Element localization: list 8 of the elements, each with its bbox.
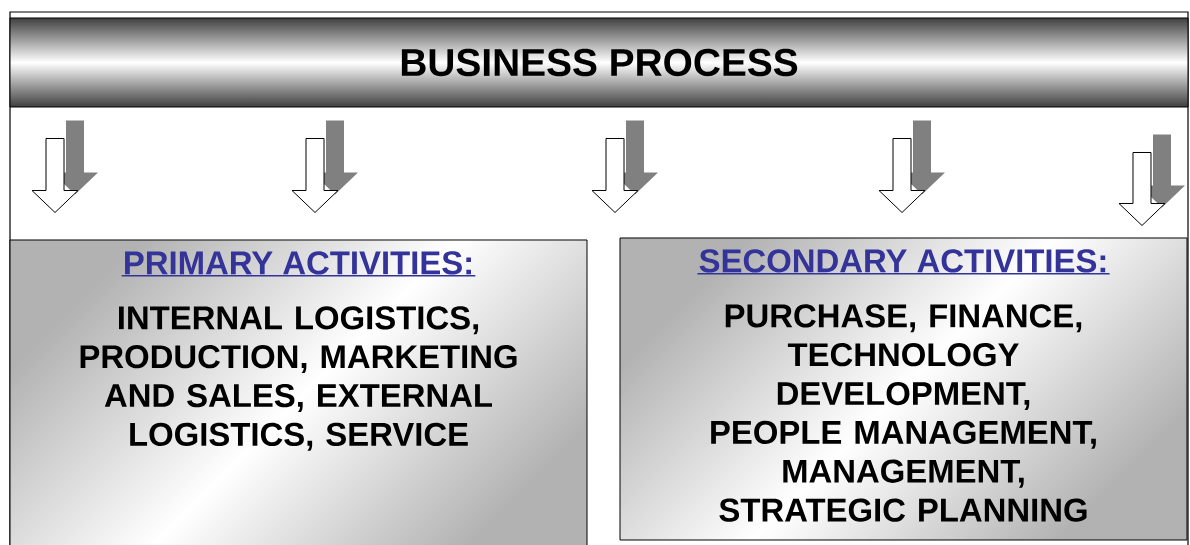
activity-box: PRIMARY ACTIVITIES: INTERNAL LOGISTICS, PRODUCTION, MARKETING AND SALES, EXTERNAL LOGISTICS, SERVICE — [9, 239, 588, 545]
block-arrow — [1118, 134, 1185, 226]
block-arrow — [878, 120, 945, 213]
title-band: BUSINESS PROCESS — [9, 17, 1189, 108]
block-arrow — [291, 120, 358, 213]
block-arrow — [591, 120, 658, 213]
block-arrow — [31, 120, 98, 213]
activity-box: SECONDARY ACTIVITIES: PURCHASE, FINANCE, TECHNOLOGY DEVELOPMENT, PEOPLE MANAGEMENT, MANAGEMENT, STRATEGIC PLANNING — [619, 237, 1188, 541]
